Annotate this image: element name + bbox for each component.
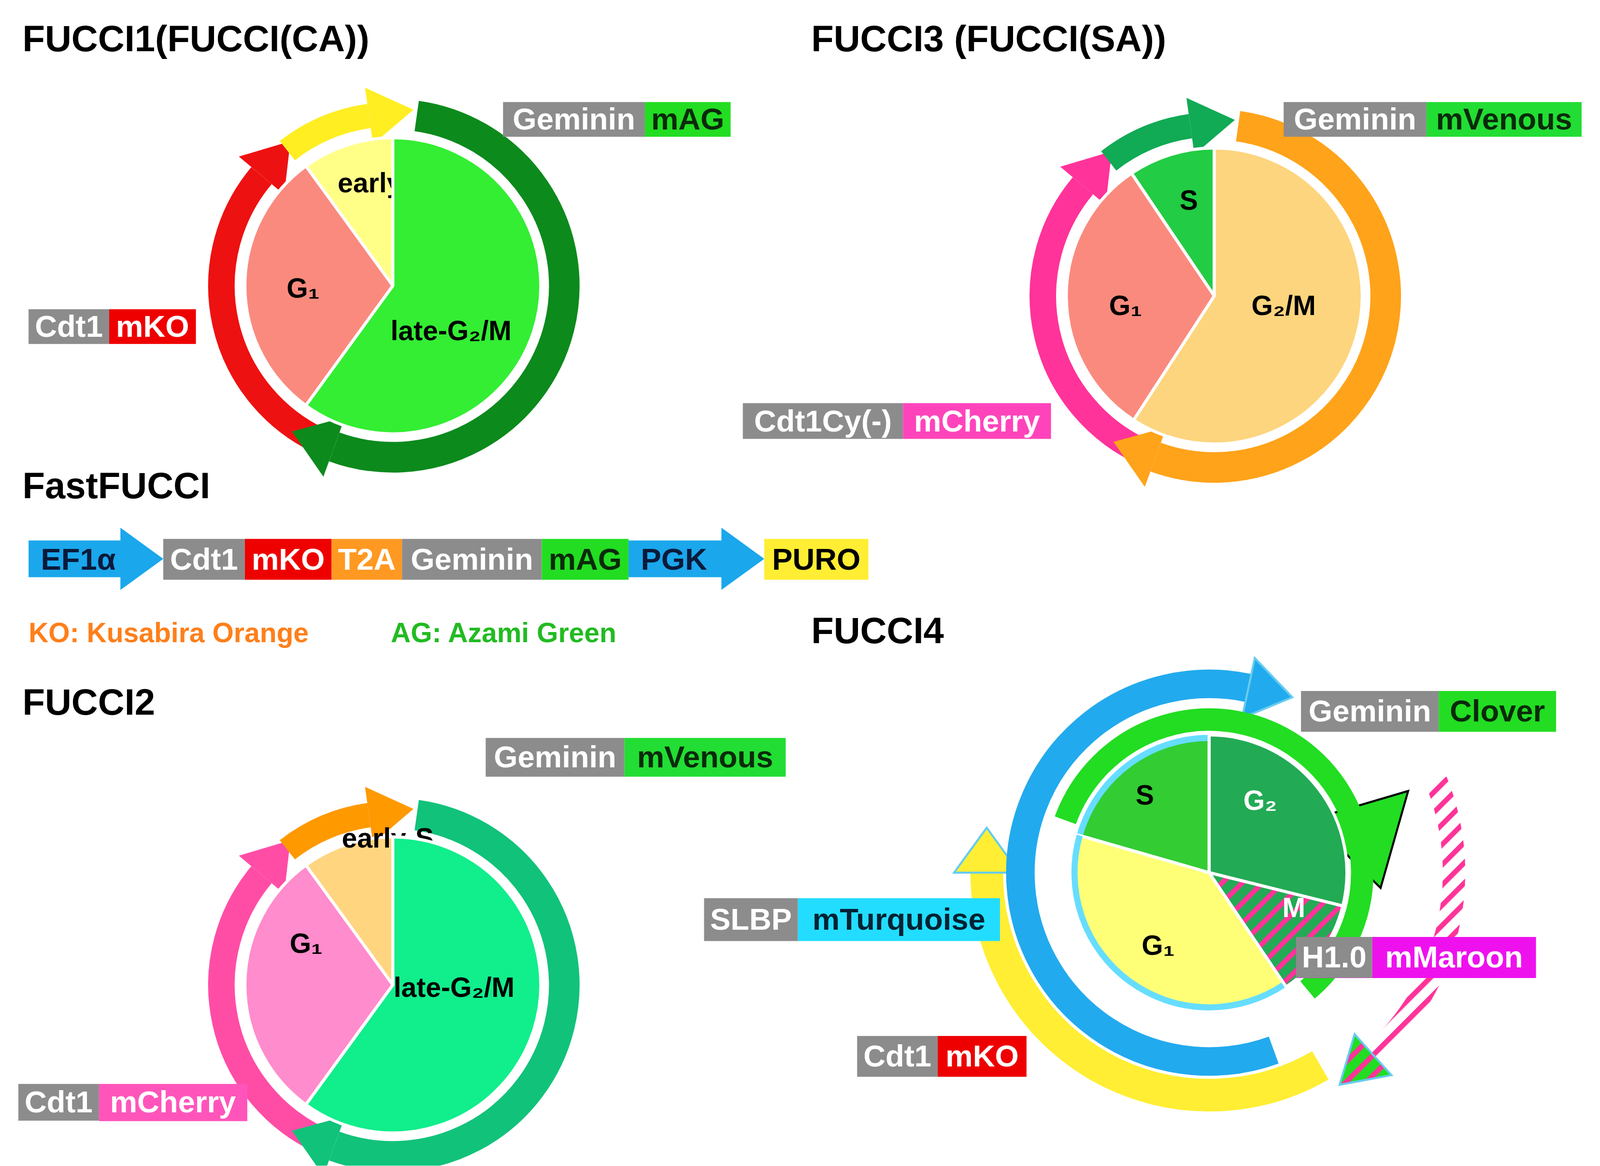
gene-tag: Geminin [1283,101,1427,137]
phase-sector: late-G₂/M [244,836,542,1133]
node-text: Cdt1 [24,1086,93,1117]
sector-shape [244,137,542,434]
node-text: mMaroon [1385,942,1523,973]
gene-tag: mKO [937,1035,1027,1077]
node-text: mVenous [637,742,774,773]
arrowhead [291,1115,345,1166]
gene-tag: mMaroon [1372,936,1536,978]
node-text: Geminin [1293,103,1416,135]
phase-arc [1372,780,1455,1055]
gene-tag: PURO [764,538,869,580]
section-title: FastFUCCI [22,467,211,504]
sector-glow [1079,737,1210,836]
node-text: mAG [651,103,725,135]
node-text: Cdt1Cy(-) [754,405,892,437]
sector-fill [305,137,541,434]
gene-tag: H1.0 [1295,936,1372,978]
gene-tag: mKO [109,309,197,344]
node-text: G₁ [289,929,323,958]
sector-fill [305,836,541,1133]
node-text: late-G₂/M [390,317,512,346]
node-text: Clover [1449,696,1545,727]
node-text: mAG [548,543,622,575]
arrowhead [365,87,414,144]
node-text: S [1135,782,1155,810]
phase-sector: G₂/M [1066,147,1363,444]
node-text: G₁ [1141,931,1175,960]
gene-tag: Cdt1 [18,1083,100,1121]
gene-tag: Geminin [401,538,542,580]
node-text: mCherry [110,1086,237,1117]
node-text: G₁ [286,274,320,303]
legend-note: KO: Kusabira Orange [28,619,309,647]
node-text: Cdt1 [34,311,103,342]
node-text: Cdt1 [170,543,239,575]
gene-tag: Cdt1 [163,538,245,580]
gene-tag: Cdt1Cy(-) [742,402,904,439]
node-text: mKO [251,543,325,575]
gene-tag: mCherry [99,1083,247,1121]
gene-tag: mTurquoise [798,898,1000,942]
node-text: Geminin [493,742,616,773]
node-text: Geminin [410,543,533,575]
section-title: FUCCI2 [22,683,156,721]
node-text: Geminin [1308,696,1431,727]
legend-note: AG: Azami Green [390,619,617,647]
phase-sector: late-G₂/M [244,137,542,434]
arrowhead [1339,1033,1392,1085]
node-text: mCherry [914,405,1041,437]
section-title: FUCCI4 [811,612,944,649]
node-text: PGK [640,543,707,574]
node-text: G₂/M [1251,292,1316,320]
node-text: H1.0 [1301,942,1367,973]
promoter-arrow: PGK [628,535,765,582]
node-text: late-G₂/M [393,973,515,1002]
node-text: SLBP [710,903,792,935]
gene-tag: mVenous [1426,101,1582,137]
node-text: M [1282,894,1306,922]
node-text: mKO [945,1040,1019,1072]
gene-tag: Clover [1438,690,1557,732]
node-text: G₂ [1243,787,1278,815]
arrowhead [1186,98,1235,155]
gene-tag: mAG [644,101,731,137]
gene-tag: mAG [542,538,629,580]
gene-tag: mVenous [624,737,786,777]
node-text: Cdt1 [863,1040,932,1072]
node-text: T2A [337,543,396,575]
gene-tag: Cdt1 [857,1035,938,1077]
node-text: PURO [771,543,861,575]
sector-shape [1066,147,1363,444]
section-title: FUCCI1(FUCCI(CA)) [22,20,370,58]
node-text: G₁ [1109,292,1143,320]
gene-tag: SLBP [703,898,798,942]
gene-tag: Geminin [1300,690,1439,732]
arrow-fill [28,527,164,590]
node-text: mVenous [1436,103,1573,135]
arrowhead [1242,657,1293,718]
sector-fill [1133,147,1363,444]
gene-tag: Cdt1 [28,309,110,344]
gene-tag: Geminin [485,737,625,777]
node-text: mTurquoise [812,903,986,935]
arrowhead [291,416,345,477]
node-text: Geminin [512,103,635,135]
node-text: EF1α [40,543,116,574]
gene-tag: mCherry [902,402,1051,439]
node-text: S [1179,187,1199,215]
promoter-arrow: EF1α [28,535,164,582]
section-title: FUCCI3 (FUCCI(SA)) [811,20,1167,58]
node-text: mKO [115,311,189,342]
gene-tag: T2A [331,538,402,580]
arrow-fill [628,527,765,590]
arrowhead [1113,427,1167,487]
gene-tag: Geminin [502,101,645,137]
gene-tag: mKO [244,538,332,580]
